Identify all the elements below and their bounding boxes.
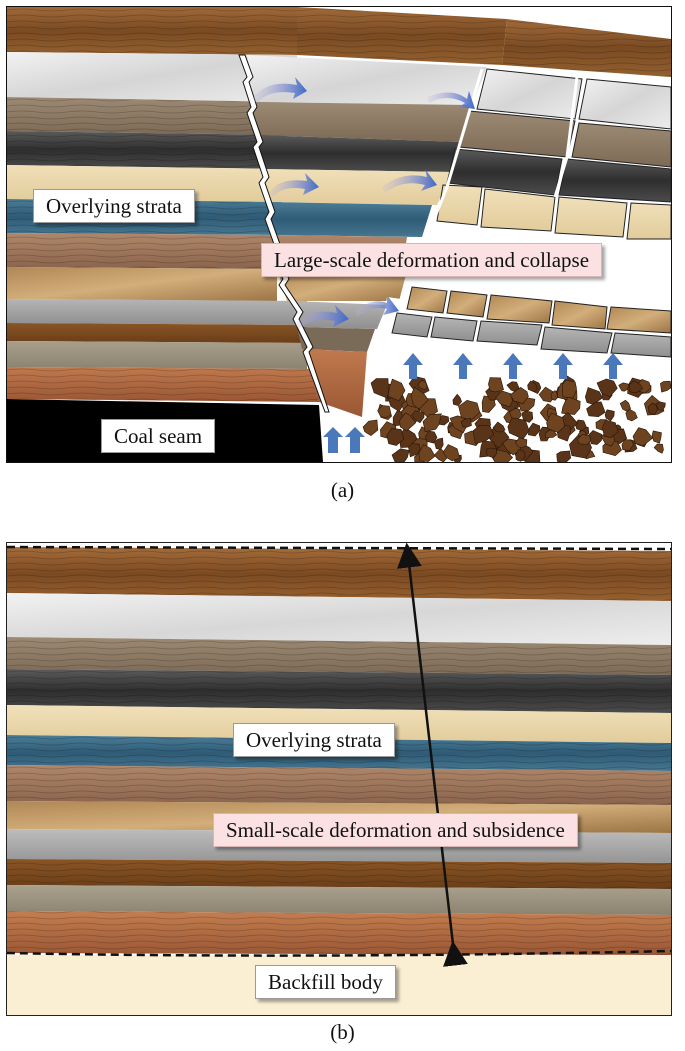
rubble-fragment: [629, 380, 644, 394]
rubble-fragment: [411, 410, 425, 424]
top-dashed-line: [7, 545, 671, 551]
rubble-fragment: [460, 417, 472, 428]
label-overlying-strata-b: Overlying strata: [233, 723, 395, 757]
rubble-fragment: [458, 399, 481, 421]
rubble-fragment: [632, 427, 654, 447]
panel-a-strata-svg: [7, 7, 671, 462]
rubble-fragment: [442, 444, 461, 462]
rubble-fragment: [488, 377, 504, 393]
rubble-fragment: [485, 447, 498, 458]
label-coal-seam: Coal seam: [101, 419, 216, 453]
rubble-fragment: [425, 430, 438, 444]
rubble-fragment: [653, 443, 664, 454]
rubble-fragment: [386, 428, 405, 446]
rubble-fragment: [660, 380, 671, 393]
rubble-fragment: [387, 378, 406, 402]
rubble-fragment: [422, 413, 442, 432]
bottom-dashed-line: [7, 949, 671, 957]
rubble-fragment: [604, 409, 615, 422]
rubble-fragment: [417, 379, 428, 391]
rubble-fragment: [452, 393, 462, 407]
label-overlying-strata-a: Overlying strata: [33, 189, 195, 223]
caption-b: (b): [330, 1020, 355, 1044]
rubble-fragment: [515, 437, 528, 449]
rubble-fragment: [527, 380, 538, 393]
rubble-fragment: [410, 386, 429, 410]
label-small-scale-subsidence: Small-scale deformation and subsidence: [213, 813, 578, 847]
rubble-fragment: [391, 448, 410, 462]
rubble-fragment: [527, 422, 541, 437]
rubble-fragment: [362, 419, 379, 436]
rubble-fragment: [651, 430, 662, 444]
fault-crack: [238, 54, 330, 413]
rubble-fragment: [546, 412, 566, 433]
panel-b-subsidence-diagram: Overlying strata Small-scale deformation…: [6, 542, 672, 1016]
rubble-fragment: [625, 408, 638, 422]
rubble-fragment: [399, 412, 417, 432]
rubble-fragment: [495, 390, 513, 408]
panel-b-strata-svg: [7, 543, 671, 1015]
rubble-fragment: [588, 430, 603, 445]
rubble-fragment: [556, 450, 572, 462]
rubble-fragment: [619, 399, 631, 412]
rubble-fragment: [521, 410, 534, 423]
rubble-fragment: [596, 378, 618, 398]
rubble-fragment: [618, 382, 629, 392]
subsidence-measure-arrow: [397, 543, 468, 967]
rubble-fragment: [370, 378, 389, 399]
rubble-fragment: [472, 424, 495, 445]
rubble-fragment: [586, 401, 606, 418]
rubble-fragment: [408, 442, 421, 458]
label-large-scale-collapse: Large-scale deformation and collapse: [261, 243, 603, 277]
goaf-rubble: [362, 375, 671, 462]
broken-blocks: [391, 68, 671, 358]
label-backfill-body: Backfill body: [255, 965, 396, 999]
rubble-fragment: [602, 419, 619, 439]
panel-a-collapse-diagram: Overlying strata Large-scale deformation…: [6, 6, 672, 463]
rubble-fragment: [576, 434, 592, 445]
displacement-arrows: [252, 77, 475, 329]
support-arrows: [323, 353, 623, 453]
rubble-fragment: [377, 405, 392, 419]
rubble-fragment: [418, 444, 436, 462]
rubble-fragment: [562, 379, 577, 399]
rubble-fragment: [492, 421, 506, 433]
rubble-fragment: [561, 396, 581, 415]
caption-a: (a): [330, 478, 355, 502]
rubble-fragment: [655, 401, 666, 411]
rubble-fragment: [621, 439, 634, 452]
rubble-fragment: [647, 402, 658, 416]
rubble-fragment: [509, 387, 529, 404]
rubble-fragment: [515, 449, 526, 462]
